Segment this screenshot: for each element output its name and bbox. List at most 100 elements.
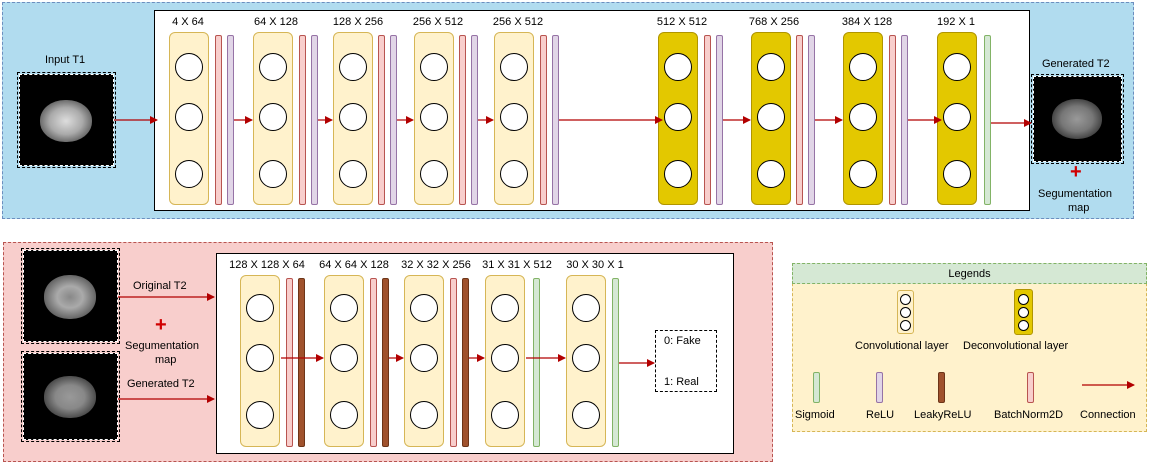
neuron-node xyxy=(943,160,971,188)
disc-dim-label: 128 X 128 X 64 xyxy=(229,259,305,271)
legend-leakyrelu-swatch xyxy=(938,372,945,403)
seg-map-label-line2: map xyxy=(1068,202,1090,214)
batchnorm-bar xyxy=(370,278,377,447)
gen-dim-label: 192 X 1 xyxy=(937,16,975,28)
neuron-node xyxy=(500,103,528,131)
neuron-node xyxy=(246,294,274,322)
neuron-node xyxy=(943,103,971,131)
gen-deconv-layer xyxy=(843,32,883,205)
gen-dim-label: 64 X 128 xyxy=(253,16,299,28)
generated-t2-label: Generated T2 xyxy=(1042,58,1110,70)
neuron-node xyxy=(500,160,528,188)
neuron-node xyxy=(410,294,438,322)
relu-bar xyxy=(552,35,559,205)
gen-conv-layer xyxy=(169,32,209,205)
batchnorm-bar xyxy=(796,35,803,205)
neuron-node xyxy=(420,160,448,188)
sigmoid-bar xyxy=(533,278,540,447)
neuron-node xyxy=(420,103,448,131)
brain-scan-generated-disc xyxy=(44,376,96,418)
gen-conv-layer xyxy=(253,32,293,205)
neuron-node xyxy=(664,53,692,81)
gen-conv-layer xyxy=(414,32,454,205)
neuron-node xyxy=(757,53,785,81)
seg-map-label-line1: Segumentation xyxy=(1038,188,1112,200)
input-t1-image xyxy=(17,72,116,168)
output-decision-box xyxy=(655,330,717,392)
gen-dim-label: 4 X 64 xyxy=(172,16,204,28)
neuron-node xyxy=(1018,320,1029,331)
gen-deconv-layer xyxy=(937,32,977,205)
neuron-node xyxy=(259,103,287,131)
generated-t2-disc-label: Generated T2 xyxy=(127,378,195,390)
gen-dim-label: 256 X 512 xyxy=(412,16,464,28)
neuron-node xyxy=(849,160,877,188)
legend-deconv-label: Deconvolutional layer xyxy=(963,340,1069,352)
relu-bar xyxy=(471,35,478,205)
neuron-node xyxy=(420,53,448,81)
neuron-node xyxy=(175,160,203,188)
gen-conv-layer xyxy=(333,32,373,205)
neuron-node xyxy=(900,307,911,318)
legend-leakyrelu-label: LeakyReLU xyxy=(914,409,972,421)
brain-scan-generated xyxy=(1052,99,1102,139)
sigmoid-bar xyxy=(612,278,619,447)
batchnorm-bar xyxy=(704,35,711,205)
neuron-node xyxy=(330,294,358,322)
neuron-node xyxy=(1018,307,1029,318)
leakyrelu-bar xyxy=(462,278,469,447)
neuron-node xyxy=(330,401,358,429)
neuron-node xyxy=(491,294,519,322)
output-fake-label: 0: Fake xyxy=(664,335,701,347)
legend-batchnorm-label: BatchNorm2D xyxy=(994,409,1064,421)
legend-batchnorm-swatch xyxy=(1027,372,1034,403)
neuron-node xyxy=(1018,294,1029,305)
gen-dim-label: 256 X 512 xyxy=(492,16,544,28)
gen-dim-label: 128 X 256 xyxy=(332,16,384,28)
neuron-node xyxy=(410,344,438,372)
gen-dim-label: 768 X 256 xyxy=(748,16,800,28)
gen-dim-label: 512 X 512 xyxy=(656,16,708,28)
neuron-node xyxy=(757,160,785,188)
disc-dim-label: 32 X 32 X 256 xyxy=(401,259,471,271)
neuron-node xyxy=(246,344,274,372)
neuron-node xyxy=(943,53,971,81)
legend-conv-icon xyxy=(897,290,914,334)
brain-scan-input xyxy=(40,100,92,142)
neuron-node xyxy=(757,103,785,131)
input-t1-label: Input T1 xyxy=(45,54,86,66)
relu-bar xyxy=(227,35,234,205)
leakyrelu-bar xyxy=(298,278,305,447)
gen-conv-layer xyxy=(494,32,534,205)
neuron-node xyxy=(572,294,600,322)
relu-bar xyxy=(808,35,815,205)
sigmoid-bar xyxy=(984,35,991,205)
neuron-node xyxy=(339,103,367,131)
legend-connection-label: Connection xyxy=(1080,409,1136,421)
plus-icon: + xyxy=(1070,161,1082,183)
batchnorm-bar xyxy=(378,35,385,205)
neuron-node xyxy=(175,103,203,131)
neuron-node xyxy=(500,53,528,81)
neuron-node xyxy=(849,53,877,81)
neuron-node xyxy=(491,344,519,372)
legend-panel xyxy=(792,263,1147,432)
gen-deconv-layer xyxy=(658,32,698,205)
legend-sigmoid-swatch xyxy=(813,372,820,403)
original-t2-label: Original T2 xyxy=(133,280,187,292)
legend-relu-label: ReLU xyxy=(866,409,895,421)
batchnorm-bar xyxy=(459,35,466,205)
neuron-node xyxy=(259,53,287,81)
disc-conv-layer xyxy=(240,275,280,447)
neuron-node xyxy=(491,401,519,429)
legend-conv-label: Convolutional layer xyxy=(855,340,949,352)
legend-deconv-icon xyxy=(1014,289,1033,335)
disc-conv-layer xyxy=(324,275,364,447)
disc-seg-map-label-line1: Segumentation xyxy=(125,340,199,352)
original-t2-image xyxy=(21,248,120,344)
legend-title: Legends xyxy=(792,263,1147,284)
plus-icon: + xyxy=(155,314,167,336)
gen-dim-label: 384 X 128 xyxy=(841,16,893,28)
neuron-node xyxy=(664,103,692,131)
disc-dim-label: 64 X 64 X 128 xyxy=(319,259,389,271)
